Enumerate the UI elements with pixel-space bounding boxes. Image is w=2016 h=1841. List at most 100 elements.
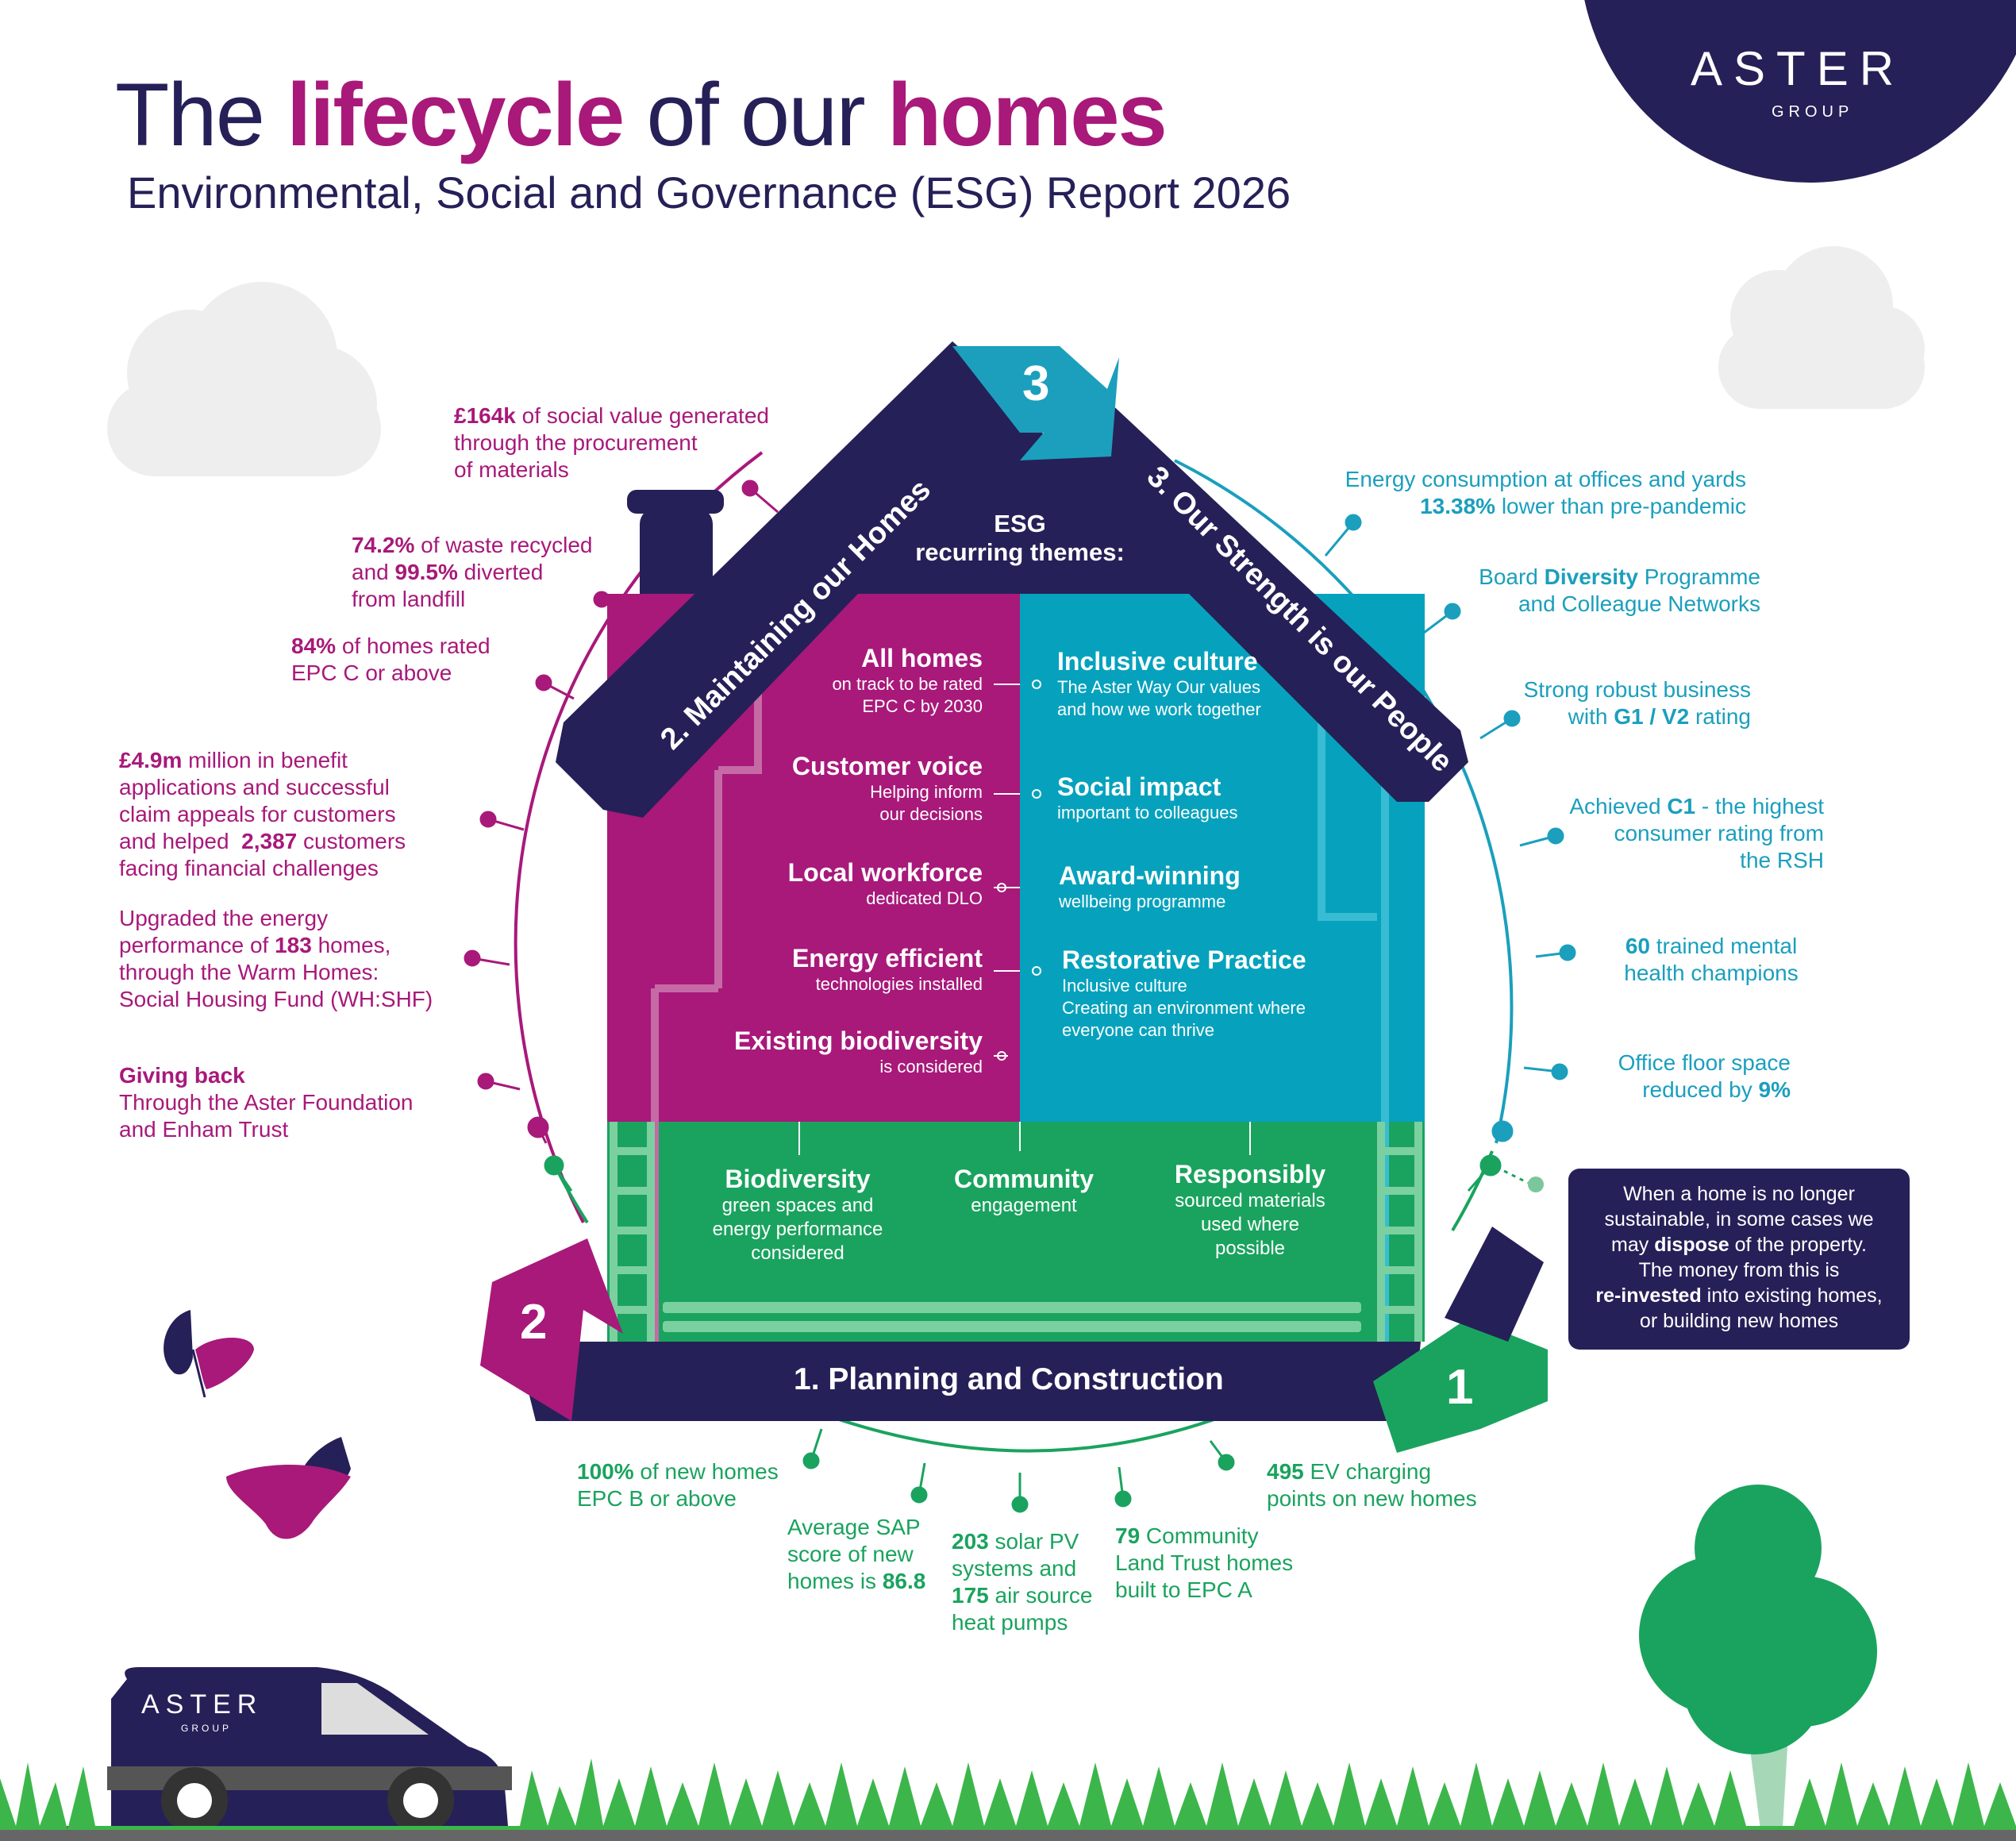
annotation-community-land-trust: 79 Community Land Trust homes built to E… xyxy=(1115,1523,1322,1604)
theme-title: Social impact xyxy=(1057,772,1222,801)
theme-title: Community xyxy=(954,1165,1094,1193)
chimney-top xyxy=(627,490,724,514)
annotation-energy-consumption: Energy consumption at offices and yards … xyxy=(1270,466,1746,520)
tree-icon xyxy=(1639,1485,1877,1841)
stat-value: 13.38% xyxy=(1420,494,1496,518)
stat-text: and Enham Trust xyxy=(119,1117,289,1142)
theme-existing-biodiversity: Existing biodiversity is considered xyxy=(683,1026,983,1078)
stat-value: 60 xyxy=(1625,934,1650,958)
stat-text: Office floor space xyxy=(1618,1050,1791,1075)
annotation-business-rating: Strong robust business with G1 / V2 rati… xyxy=(1413,676,1751,730)
esg-header-line2: recurring themes: xyxy=(915,538,1125,566)
planning-band-label: 1. Planning and Construction xyxy=(794,1362,1224,1396)
dispose-keyword: dispose xyxy=(1654,1234,1729,1256)
dispose-text: of the property. xyxy=(1729,1234,1867,1256)
roof-right-bar xyxy=(1056,389,1468,802)
stat-value: 203 xyxy=(952,1529,989,1554)
stat-text: the RSH xyxy=(1740,848,1824,872)
stat-text: homes, xyxy=(311,933,391,957)
stat-text: million in benefit xyxy=(182,748,348,772)
stat-text: EPC B or above xyxy=(577,1486,737,1511)
stat-text: consumer rating from xyxy=(1614,821,1824,845)
stat-value: C1 xyxy=(1667,794,1696,818)
theme-title: Inclusive culture xyxy=(1057,647,1258,676)
stat-value: 9% xyxy=(1758,1077,1791,1102)
right-tick-pins xyxy=(1324,514,1576,1142)
right-green-pin xyxy=(1467,1154,1544,1192)
theme-title: Energy efficient xyxy=(791,944,983,972)
theme-sub: Helping inform xyxy=(870,782,983,802)
stat-text: Average SAP xyxy=(787,1515,921,1539)
annotation-mental-health: 60 trained mental health champions xyxy=(1584,933,1838,987)
stat-text: homes is xyxy=(787,1569,883,1593)
theme-title: Restorative Practice xyxy=(1062,946,1306,974)
stat-value: 84% xyxy=(291,634,337,658)
annotation-social-value: £164k of social value generated through … xyxy=(454,402,819,483)
roof-interior xyxy=(825,413,1222,594)
dispose-info-box: When a home is no longer sustainable, in… xyxy=(1568,1169,1910,1350)
annotation-epc-rated: 84% of homes rated EPC C or above xyxy=(291,633,553,687)
annotation-warm-homes: Upgraded the energy performance of 183 h… xyxy=(119,905,492,1013)
theme-restorative-practice: Restorative Practice Inclusive culture C… xyxy=(1062,945,1411,1042)
dispose-text: sustainable, in some cases we xyxy=(1604,1208,1874,1231)
van-logo-sub: GROUP xyxy=(181,1723,233,1734)
annotation-waste-recycled: 74.2% of waste recycled and 99.5% divert… xyxy=(352,532,653,613)
stat-value: G1 / V2 xyxy=(1614,704,1690,729)
annotation-benefit-applications: £4.9m million in benefit applications an… xyxy=(119,747,484,882)
annotation-sap-score: Average SAP score of new homes is 86.8 xyxy=(787,1514,946,1595)
theme-title: Customer voice xyxy=(791,752,983,780)
van-icon xyxy=(107,1667,512,1834)
stat-text: from landfill xyxy=(352,587,466,611)
theme-sub: EPC C by 2030 xyxy=(862,696,983,716)
page-title: The lifecycle of our homes xyxy=(115,65,1168,164)
dispose-block-shape xyxy=(1445,1227,1544,1342)
logo-badge-shape xyxy=(1584,0,2016,183)
stat-text: reduced by xyxy=(1642,1077,1759,1102)
stat-value: Diversity xyxy=(1544,564,1638,589)
stat-text: air source xyxy=(988,1583,1093,1608)
ground-bricks xyxy=(663,1302,1361,1332)
green-arc-right xyxy=(1451,1150,1494,1232)
theme-sub: engagement xyxy=(971,1195,1077,1216)
dispose-text: When a home is no longer xyxy=(1623,1183,1855,1205)
stat-text: through the procurement xyxy=(454,430,698,455)
logo-word: ASTER xyxy=(1691,42,1906,95)
stat-text: Strong robust business xyxy=(1523,677,1751,702)
stat-text: built to EPC A xyxy=(1115,1577,1252,1602)
theme-title: Local workforce xyxy=(787,858,983,887)
stat-text: Upgraded the energy xyxy=(119,906,329,930)
theme-title: Award-winning xyxy=(1059,861,1241,890)
stat-text: points on new homes xyxy=(1267,1486,1477,1511)
stat-text: health champions xyxy=(1624,961,1799,985)
stat-value: 86.8 xyxy=(882,1569,926,1593)
stat-value: 99.5% xyxy=(394,560,458,584)
stat-text: facing financial challenges xyxy=(119,856,379,880)
stat-value: 183 xyxy=(275,933,312,957)
dispose-text: may xyxy=(1611,1234,1655,1256)
cloud-right-icon xyxy=(1718,246,1925,409)
theme-sub: and how we work together xyxy=(1057,699,1261,719)
dispose-text: into existing homes, xyxy=(1701,1284,1883,1307)
stat-text: performance of xyxy=(119,933,275,957)
roof-left-bar xyxy=(556,341,1032,818)
bottom-tick-pins xyxy=(802,1428,1235,1513)
ladder-left xyxy=(610,1122,655,1342)
theme-sub: used where xyxy=(1200,1214,1300,1235)
esg-header-line1: ESG xyxy=(994,510,1046,537)
arrow-3-shape xyxy=(952,346,1119,460)
theme-sub: The Aster Way Our values xyxy=(1057,677,1260,697)
arrow-3-number: 3 xyxy=(1022,356,1050,411)
theme-sub: wellbeing programme xyxy=(1059,892,1226,911)
stat-text: rating xyxy=(1689,704,1751,729)
cloud-left-icon xyxy=(107,282,381,476)
theme-sub: Inclusive culture xyxy=(1062,976,1187,996)
van-logo-word: ASTER xyxy=(141,1689,264,1720)
annotation-ev-charging: 495 EV charging points on new homes xyxy=(1267,1458,1505,1512)
arrow-2-shape xyxy=(480,1238,623,1421)
aster-logo: ASTER GROUP xyxy=(1595,0,2016,179)
theme-title: Responsibly xyxy=(1174,1160,1326,1188)
stat-text: - the highest xyxy=(1695,794,1824,818)
theme-sub: is considered xyxy=(879,1057,983,1076)
annotation-consumer-rating: Achieved C1 - the highest consumer ratin… xyxy=(1429,793,1824,874)
